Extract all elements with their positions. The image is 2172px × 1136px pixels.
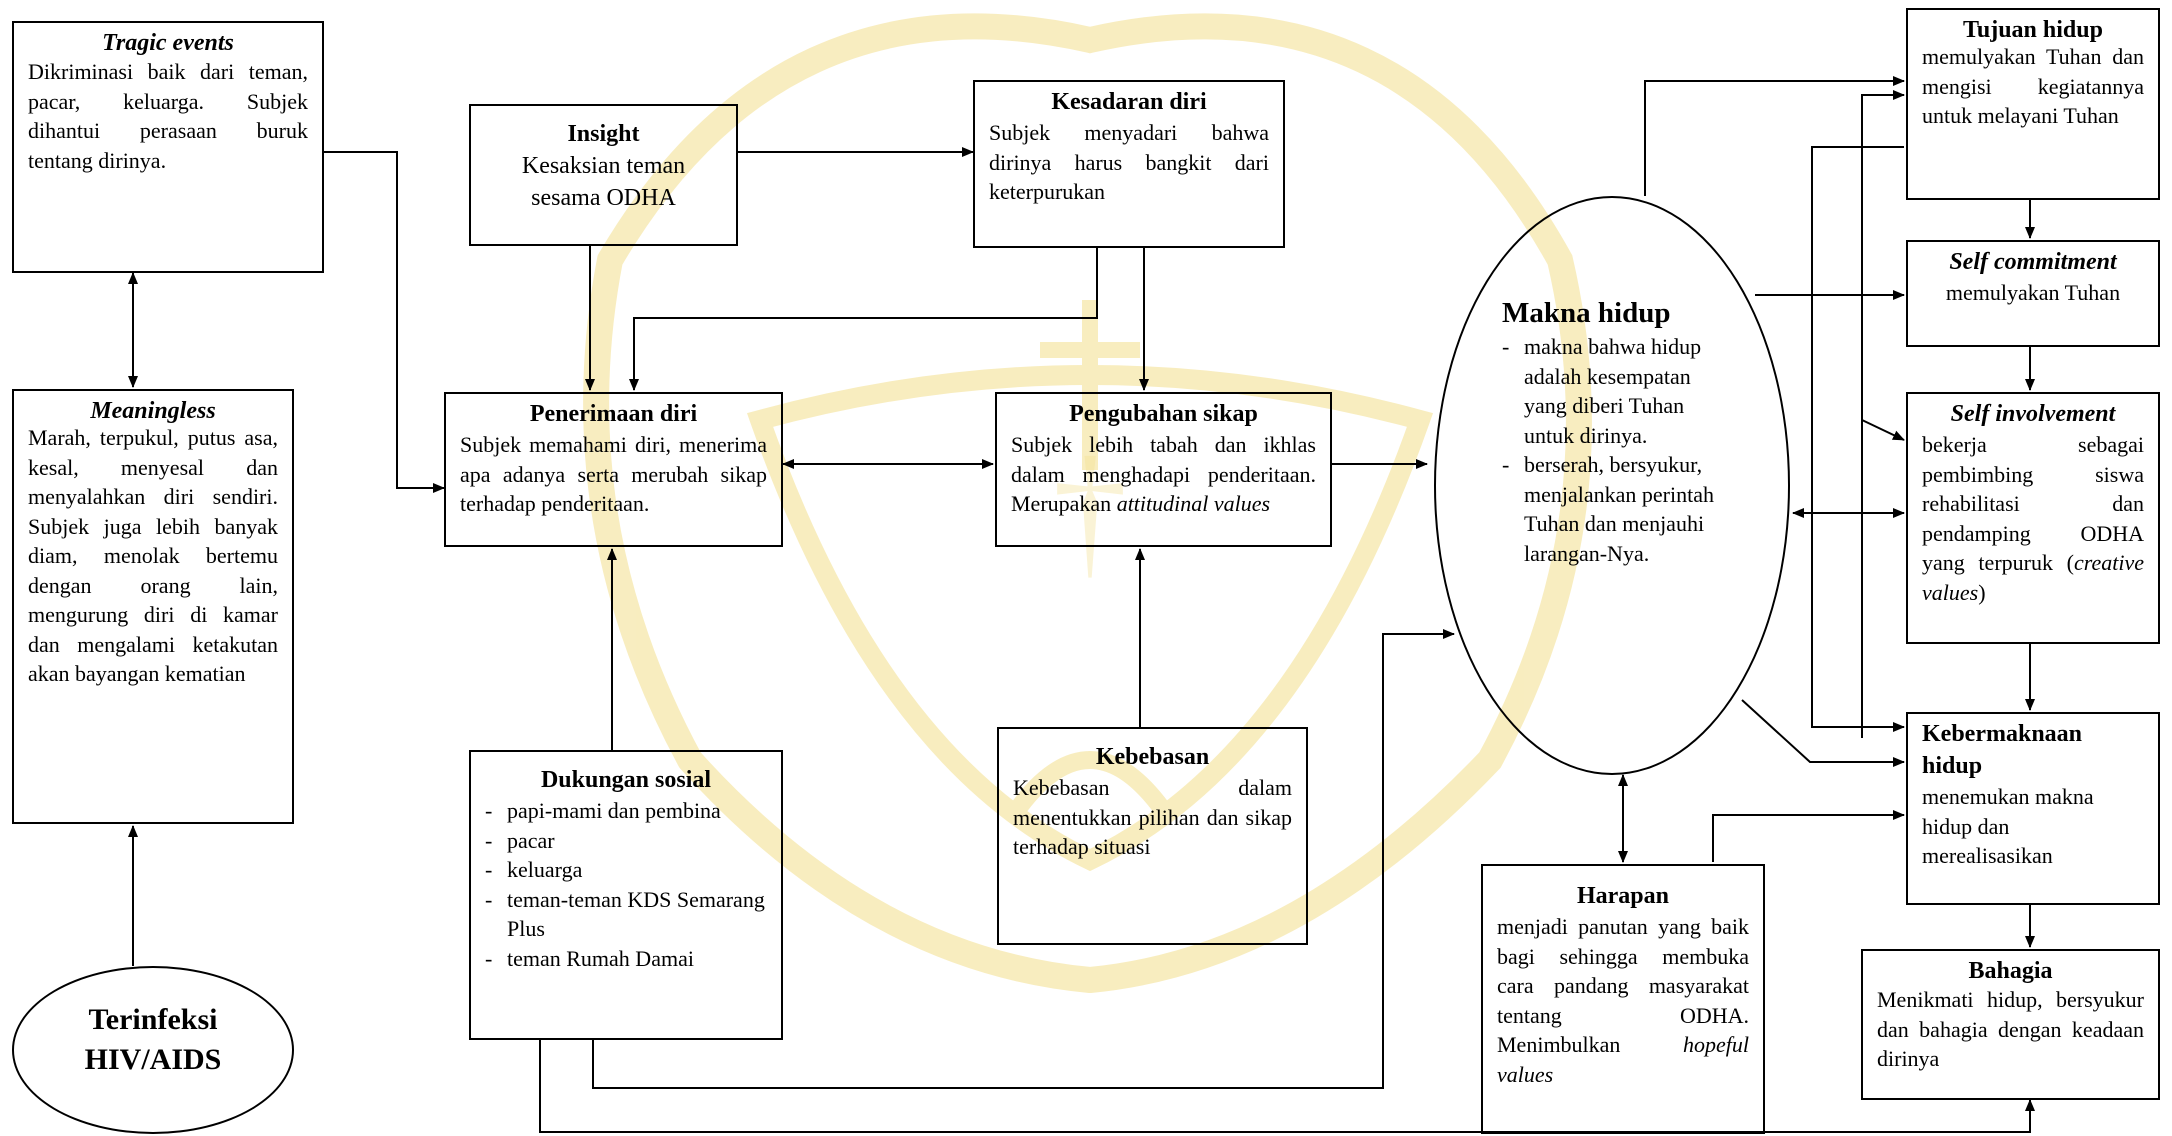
kebebasan-text: Kebebasan dalam menentukkan pilihan dan …	[1013, 775, 1292, 859]
kebebasan-box: Kebebasan Kebebasan dalam menentukkan pi…	[997, 727, 1308, 945]
harapan-text: menjadi panutan yang baik bagi sehingga …	[1497, 912, 1749, 1089]
edge-makna-tujuan	[1644, 76, 1905, 196]
edge-bus-involvement	[1811, 146, 1905, 732]
kebermaknaan-hidup-text: menemukan makna hidup dan merealisasikan	[1922, 784, 2094, 868]
list-item: keluarga	[485, 855, 767, 885]
tujuan-hidup-title: Tujuan hidup	[1963, 17, 2103, 43]
makna-hidup-list: makna bahwa hidup adalah kesempatan yang…	[1502, 332, 1724, 568]
harapan-box: Harapan menjadi panutan yang baik bagi s…	[1481, 864, 1765, 1134]
penerimaan-diri-box: Penerimaan diri Subjek memahami diri, me…	[444, 392, 783, 547]
tragic-events-text: Dikriminasi baik dari teman, pacar, kelu…	[28, 59, 308, 173]
kesadaran-diri-text: Subjek menyadari bahwa dirinya harus ban…	[989, 120, 1269, 204]
list-item: papi-mami dan pembina	[485, 796, 767, 826]
terinfeksi-ellipse	[12, 966, 294, 1134]
list-item: pacar	[485, 826, 767, 856]
edge-bus-selfinv	[1861, 419, 1905, 441]
svg-text:†: †	[1053, 427, 1128, 593]
insight-box: Insight Kesaksian teman sesama ODHA	[469, 104, 738, 246]
harapan-text-main: menjadi panutan yang baik bagi sehingga …	[1497, 914, 1749, 1057]
list-item: teman-teman KDS Semarang Plus	[485, 885, 767, 944]
meaningless-box: Meaningless Marah, terpukul, putus asa, …	[12, 389, 294, 824]
pengubahan-sikap-text-italic: attitudinal values	[1116, 491, 1271, 516]
tujuan-hidup-text: memulyakan Tuhan dan mengisi kegiatannya…	[1922, 44, 2144, 128]
self-involvement-text: bekerja sebagai pembimbing siswa rehabil…	[1922, 432, 2144, 605]
edge-kesadaran-penerimaan	[629, 246, 1098, 391]
kesadaran-diri-box: Kesadaran diri Subjek menyadari bahwa di…	[973, 80, 1285, 248]
list-item: berserah, bersyukur, menjalankan perinta…	[1502, 450, 1724, 568]
makna-hidup-title: Makna hidup	[1502, 297, 1671, 329]
dukungan-sosial-box: Dukungan sosial papi-mami dan pembina pa…	[469, 750, 783, 1040]
pengubahan-sikap-text-main: Subjek lebih tabah dan ikhlas dalam meng…	[1011, 432, 1316, 516]
terinfeksi-label: Terinfeksi HIV/AIDS	[12, 1000, 294, 1080]
kebermaknaan-hidup-box: Kebermaknaan hidup menemukan makna hidup…	[1906, 712, 2160, 905]
tujuan-hidup-box: Tujuan hidup memulyakan Tuhan dan mengis…	[1906, 8, 2160, 200]
edge-tragic-penerimaan	[324, 151, 445, 493]
edge-dukungan-bahagia	[539, 1040, 2035, 1133]
bahagia-box: Bahagia Menikmati hidup, bersyukur dan b…	[1861, 949, 2160, 1100]
self-involvement-text-italic: creative values	[1922, 550, 2144, 605]
list-item: makna bahwa hidup adalah kesempatan yang…	[1502, 332, 1724, 450]
pengubahan-sikap-box: Pengubahan sikap Subjek lebih tabah dan …	[995, 392, 1332, 547]
self-commitment-box: Self commitment memulyakan Tuhan	[1906, 240, 2160, 347]
insight-text: Kesaksian teman sesama ODHA	[521, 153, 686, 211]
penerimaan-diri-title: Penerimaan diri	[529, 401, 698, 427]
dukungan-sosial-list: papi-mami dan pembina pacar keluarga tem…	[485, 796, 767, 973]
self-commitment-text: memulyakan Tuhan	[1945, 280, 2121, 305]
terinfeksi-line1: Terinfeksi	[88, 1003, 218, 1036]
tragic-events-box: Tragic events Dikriminasi baik dari tema…	[12, 21, 324, 273]
dukungan-sosial-title: Dukungan sosial	[540, 767, 712, 793]
kebebasan-title: Kebebasan	[1095, 744, 1210, 770]
self-involvement-box: Self involvement bekerja sebagai pembimb…	[1906, 392, 2160, 644]
edge-harapan-kebermaknaan	[1712, 810, 1905, 862]
self-involvement-text-main: bekerja sebagai pembimbing siswa rehabil…	[1922, 432, 2144, 575]
kesadaran-diri-title: Kesadaran diri	[1051, 89, 1207, 115]
harapan-title: Harapan	[1576, 883, 1669, 909]
bahagia-title: Bahagia	[1968, 958, 2053, 984]
self-commitment-title: Self commitment	[1949, 249, 2117, 275]
makna-hidup-ellipse	[1434, 196, 1790, 775]
bahagia-text: Menikmati hidup, bersyukur dan bahagia d…	[1877, 987, 2144, 1071]
pengubahan-sikap-title: Pengubahan sikap	[1069, 401, 1258, 427]
self-involvement-title: Self involvement	[1950, 401, 2116, 427]
meaningless-title: Meaningless	[90, 398, 216, 424]
edge-bus-tujuan	[1861, 90, 1905, 738]
insight-title: Insight	[567, 121, 640, 147]
list-item: teman Rumah Damai	[485, 944, 767, 974]
meaningless-text: Marah, terpukul, putus asa, kesal, menye…	[28, 425, 278, 686]
penerimaan-diri-text: Subjek memahami diri, menerima apa adany…	[460, 432, 767, 516]
kebermaknaan-hidup-title: Kebermaknaan hidup	[1922, 721, 2083, 779]
tragic-events-title: Tragic events	[102, 30, 234, 56]
edge-dukungan-makna	[592, 629, 1455, 1089]
edge-makna-kebermaknaan	[1741, 699, 1905, 767]
makna-hidup-content: Makna hidup makna bahwa hidup adalah kes…	[1502, 294, 1724, 568]
terinfeksi-line2: HIV/AIDS	[84, 1043, 222, 1076]
pengubahan-sikap-text: Subjek lebih tabah dan ikhlas dalam meng…	[1011, 430, 1316, 519]
harapan-text-italic: hopeful values	[1497, 1032, 1749, 1087]
